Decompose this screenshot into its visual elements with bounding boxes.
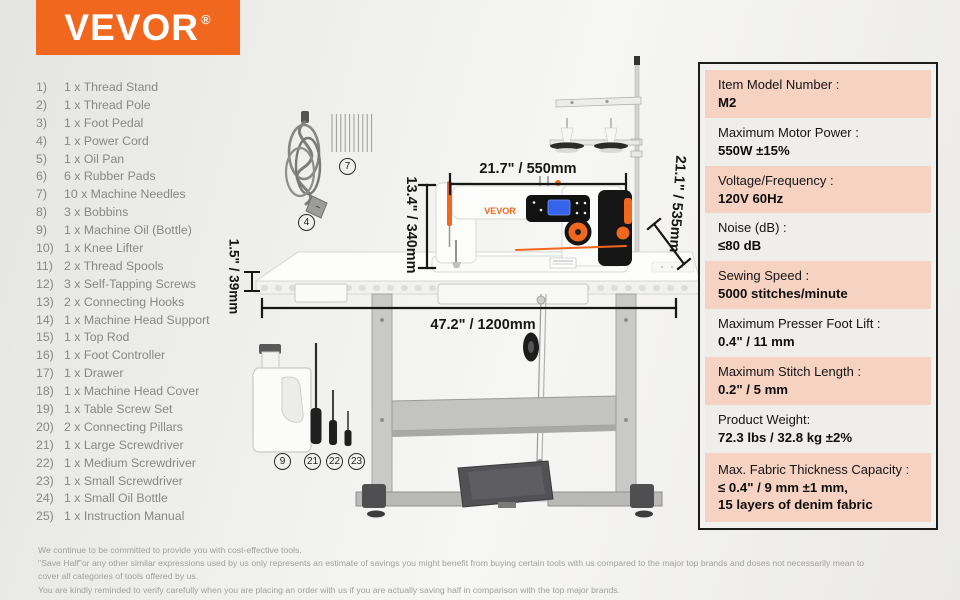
belt	[536, 293, 542, 463]
thread-stand	[549, 56, 643, 283]
part-row: 17)1 x Drawer	[36, 366, 124, 381]
spec-row-sewing-speed: Sewing Speed : 5000 stitches/minute	[705, 261, 931, 310]
disclaimer-line: We continue to be committed to provide y…	[38, 545, 302, 555]
machine-head: VEVOR	[431, 176, 632, 273]
dimension-lines	[244, 172, 692, 319]
part-row: 10)1 x Knee Lifter	[36, 240, 144, 255]
part-row: 25)1 x Instruction Manual	[36, 509, 185, 524]
disclaimer-line: You are kindly reminded to verify carefu…	[38, 584, 621, 595]
part-row: 6)6 x Rubber Pads	[36, 169, 156, 184]
part-row: 21)1 x Large Screwdriver	[36, 437, 184, 452]
part-row: 16)1 x Foot Controller	[36, 348, 166, 363]
part-row: 9)1 x Machine Oil (Bottle)	[36, 223, 192, 238]
part-row: 1)1 x Thread Stand	[36, 79, 159, 94]
disclaimer: We continue to be committed to provide y…	[38, 544, 958, 597]
part-row: 22)1 x Medium Screwdriver	[36, 455, 196, 470]
under-table	[294, 283, 589, 465]
part-row: 3)1 x Foot Pedal	[36, 115, 144, 130]
part-row: 13)2 x Connecting Hooks	[36, 294, 185, 309]
screwdrivers	[310, 343, 352, 446]
part-row: 12)3 x Self-Tapping Screws	[36, 276, 196, 291]
callout-oil-bottle: 9	[274, 453, 291, 470]
dimension-table-thickness: 1.5" / 39mm	[226, 238, 242, 315]
foot-pedal	[457, 460, 554, 508]
part-row: 19)1 x Table Screw Set	[36, 401, 173, 416]
part-row: 15)1 x Top Rod	[36, 330, 130, 345]
registered-mark: ®	[200, 12, 212, 27]
table-stand	[355, 293, 663, 518]
spec-row-voltage: Voltage/Frequency : 120V 60Hz	[705, 165, 931, 214]
spec-row-model: Item Model Number : M2	[705, 70, 931, 118]
dimension-machine-width: 21.7" / 550mm	[479, 161, 577, 177]
part-row: 11)2 x Thread Spools	[36, 258, 164, 273]
callout-needles: 7	[339, 158, 356, 175]
part-row: 7)10 x Machine Needles	[36, 187, 186, 202]
part-row: 5)1 x Oil Pan	[36, 151, 125, 166]
oil-bottle	[252, 344, 312, 453]
machine-logo-text: VEVOR	[484, 206, 516, 216]
spec-row-stitch-length: Maximum Stitch Length : 0.2" / 5 mm	[705, 356, 931, 405]
disclaimer-line: "Save Half"or any other similar expressi…	[38, 558, 865, 569]
dimension-head-height: 13.4" / 340mm	[403, 176, 419, 274]
spec-panel: Item Model Number : M2 Maximum Motor Pow…	[698, 62, 938, 530]
callout-power-cord: 4	[298, 214, 315, 231]
brand-logo: VEVOR®	[36, 0, 240, 55]
spec-row-fabric-thickness: Max. Fabric Thickness Capacity : ≤ 0.4" …	[705, 452, 931, 522]
sewing-machine-illustration: VEVOR	[244, 56, 700, 518]
callout-large-screwdriver: 21	[304, 453, 321, 470]
drawer	[294, 283, 348, 303]
power-cord	[284, 111, 328, 219]
callout-small-screwdriver: 23	[348, 453, 365, 470]
parts-list: 1)1 x Thread Stand 2)1 x Thread Pole 3)1…	[36, 78, 286, 525]
lcd-screen	[547, 199, 571, 216]
part-row: 23)1 x Small Screwdriver	[36, 473, 183, 488]
callout-medium-screwdriver: 22	[326, 453, 343, 470]
handwheel	[564, 218, 592, 246]
dimension-table-width: 47.2" / 1200mm	[430, 317, 536, 333]
part-row: 24)1 x Small Oil Bottle	[36, 491, 168, 506]
part-row: 14)1 x Machine Head Support	[36, 312, 210, 327]
spec-row-product-weight: Product Weight: 72.3 lbs / 32.8 kg ±2%	[705, 404, 931, 453]
machine-needles	[331, 114, 373, 152]
part-row: 8)3 x Bobbins	[36, 205, 129, 220]
spec-row-presser-foot-lift: Maximum Presser Foot Lift : 0.4" / 11 mm	[705, 309, 931, 357]
part-row: 4)1 x Power Cord	[36, 133, 149, 148]
part-row: 2)1 x Thread Pole	[36, 97, 151, 112]
spec-row-motor-power: Maximum Motor Power : 550W ±15%	[705, 117, 931, 166]
oil-pan	[437, 283, 589, 305]
disclaimer-line: cover all categories of tools offered by…	[38, 571, 199, 582]
part-row: 20)2 x Connecting Pillars	[36, 419, 183, 434]
spec-row-noise: Noise (dB) : ≤80 dB	[705, 213, 931, 262]
part-row: 18)1 x Machine Head Cover	[36, 384, 200, 399]
brand-logo-text: VEVOR	[64, 6, 199, 48]
